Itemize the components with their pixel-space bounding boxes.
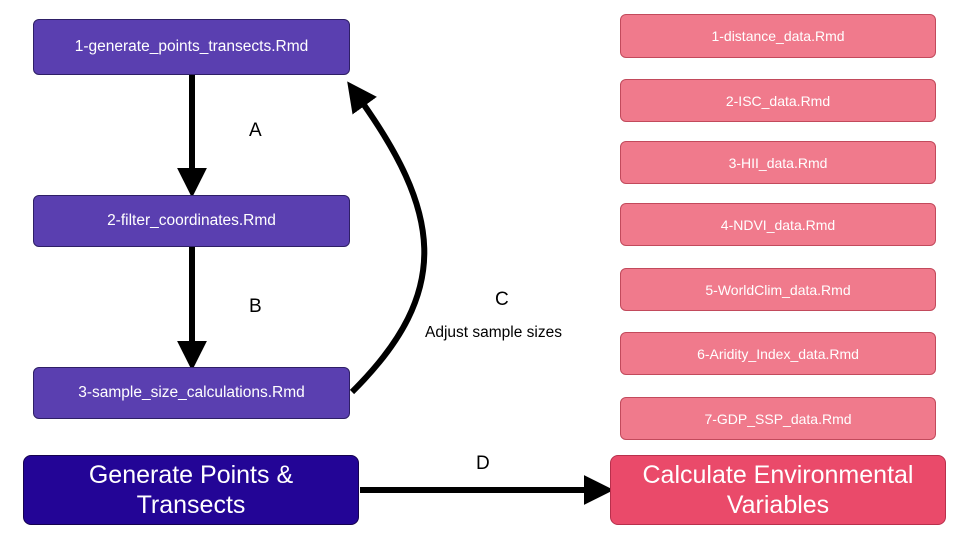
file-label: 2-ISC_data.Rmd: [725, 92, 831, 109]
file-aridity-index-data[interactable]: 6-Aridity_Index_data.Rmd: [620, 332, 936, 375]
group-generate-points-transects[interactable]: Generate Points & Transects: [23, 455, 359, 525]
group-calculate-environmental-variables[interactable]: Calculate Environmental Variables: [610, 455, 946, 525]
file-ndvi-data[interactable]: 4-NDVI_data.Rmd: [620, 203, 936, 246]
file-label: 7-GDP_SSP_data.Rmd: [704, 410, 852, 427]
step-sample-size-calculations[interactable]: 3-sample_size_calculations.Rmd: [33, 367, 350, 419]
file-label: 6-Aridity_Index_data.Rmd: [697, 345, 859, 362]
file-worldclim-data[interactable]: 5-WorldClim_data.Rmd: [620, 268, 936, 311]
step-label: 2-filter_coordinates.Rmd: [107, 212, 276, 229]
edge-label-a: A: [249, 120, 262, 141]
file-isc-data[interactable]: 2-ISC_data.Rmd: [620, 79, 936, 122]
step-filter-coordinates[interactable]: 2-filter_coordinates.Rmd: [33, 195, 350, 247]
file-label: 5-WorldClim_data.Rmd: [705, 281, 851, 298]
edge-label-d: D: [476, 453, 490, 474]
edge-label-b: B: [249, 296, 262, 317]
step-label: 3-sample_size_calculations.Rmd: [78, 384, 305, 401]
group-label: Calculate Environmental Variables: [642, 460, 914, 520]
group-label: Generate Points & Transects: [88, 460, 294, 520]
step-generate-points-transects[interactable]: 1-generate_points_transects.Rmd: [33, 19, 350, 75]
file-gdp-ssp-data[interactable]: 7-GDP_SSP_data.Rmd: [620, 397, 936, 440]
edge-label-c: C: [495, 289, 509, 310]
file-label: 1-distance_data.Rmd: [711, 28, 845, 44]
step-label: 1-generate_points_transects.Rmd: [74, 38, 309, 55]
file-distance-data[interactable]: 1-distance_data.Rmd: [620, 14, 936, 58]
file-hii-data[interactable]: 3-HII_data.Rmd: [620, 141, 936, 184]
file-label: 3-HII_data.Rmd: [728, 154, 828, 171]
file-label: 4-NDVI_data.Rmd: [720, 216, 836, 233]
edge-note-c: Adjust sample sizes: [425, 324, 562, 341]
arrow-c: [347, 81, 428, 395]
